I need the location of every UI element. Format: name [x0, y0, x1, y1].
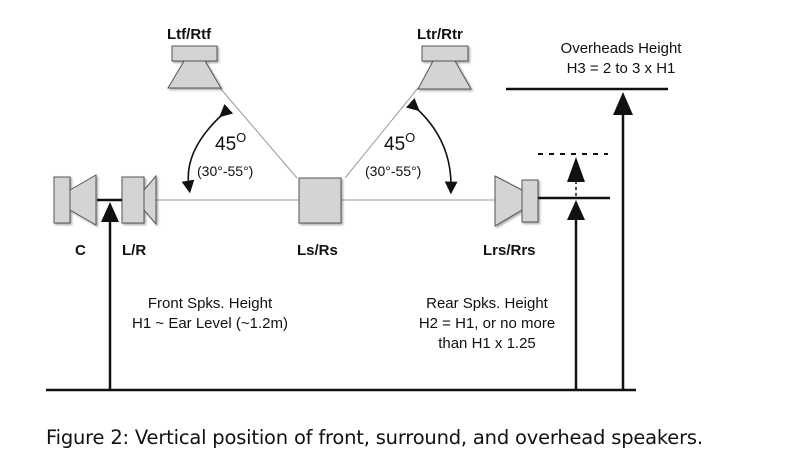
overheads-note-line1: Overheads Height: [561, 40, 683, 57]
surround-label: Ls/Rs: [297, 242, 338, 259]
top-front-label: Ltf/Rtf: [167, 26, 212, 43]
center-label: C: [75, 242, 86, 259]
front-height-arrow-head: [101, 202, 119, 222]
rear-max-arrow-head: [567, 157, 585, 182]
height-arrows: [101, 92, 633, 390]
front-note-line1: Front Spks. Height: [148, 295, 273, 312]
top-rear-speaker-icon: [417, 45, 472, 90]
rear-note-line1: Rear Spks. Height: [426, 295, 549, 312]
rear-note-line2: H2 = H1, or no more: [419, 315, 555, 332]
rear-angle-range: (30°-55°): [365, 163, 421, 179]
center-speaker-icon: [53, 174, 97, 226]
front-diagonal-line: [219, 87, 298, 179]
rear-height-arrow-head: [567, 200, 585, 220]
rear-surround-label: Lrs/Rrs: [483, 242, 536, 259]
top-rear-label: Ltr/Rtr: [417, 26, 463, 43]
front-lr-label: L/R: [122, 242, 146, 259]
overheads-note-line2: H3 = 2 to 3 x H1: [567, 60, 676, 77]
front-angle-arc-arrow: [181, 103, 234, 194]
rear-surround-speaker-icon: [494, 175, 539, 227]
front-note-line2: H1 ~ Ear Level (~1.2m): [132, 315, 288, 332]
front-angle-range: (30°-55°): [197, 163, 253, 179]
front-angle-value: 45O: [215, 130, 246, 155]
surround-speaker-icon: [298, 177, 342, 224]
rear-note-line3: than H1 x 1.25: [438, 335, 536, 352]
front-lr-speaker-icon: [121, 174, 157, 226]
top-front-speaker-icon: [167, 45, 222, 89]
rear-angle-arc-arrow: [405, 97, 458, 195]
overheads-arrow-head: [613, 92, 633, 115]
rear-angle-value: 45O: [384, 130, 415, 155]
rear-diagonal-line: [344, 87, 419, 179]
figure-caption: Figure 2: Vertical position of front, su…: [46, 426, 703, 449]
geometry-lines: [156, 87, 496, 201]
